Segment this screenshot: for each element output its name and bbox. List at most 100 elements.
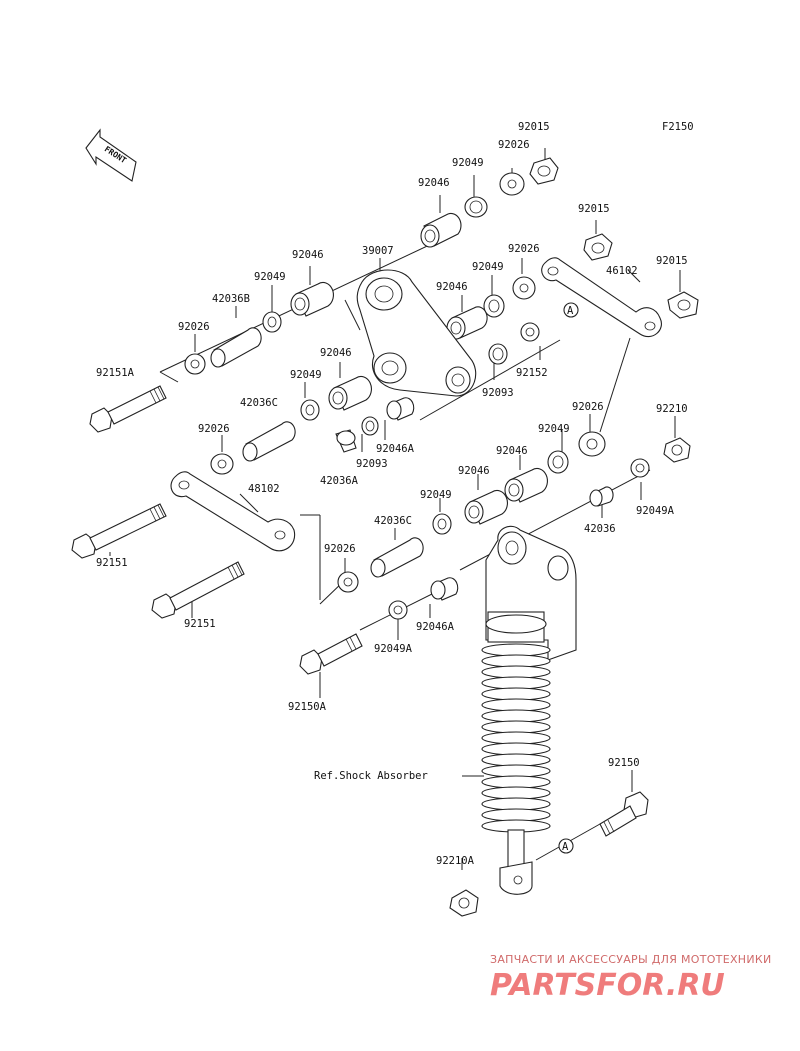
part-label: 42036B (212, 293, 250, 305)
nut-92210a (449, 889, 479, 917)
part-label: 42036C (374, 515, 412, 527)
bearing-92046-right-a (504, 467, 548, 503)
spring-coil (481, 643, 551, 657)
part-label: 92049 (290, 369, 322, 381)
part-label: 92026 (498, 139, 530, 151)
part-label: 42036 (584, 523, 616, 535)
diagram-code: F2150 (662, 121, 694, 133)
part-label: 92049 (472, 261, 504, 273)
part-label: 92210 (656, 403, 688, 415)
part-label: 92150A (288, 701, 327, 713)
callout-a-upper-label: A (567, 305, 574, 317)
spring-coil (481, 786, 551, 800)
seal-92049-mid (300, 399, 320, 421)
part-labels: 9201592026920499204692015390079204692049… (96, 121, 688, 867)
bolt-92150 (599, 791, 649, 837)
part-label: 92049 (254, 271, 286, 283)
part-label: 92151 (184, 618, 216, 630)
watermark-logo: PARTSFOR.RU (490, 968, 725, 1003)
collar-42036 (589, 486, 614, 507)
washer-92026-right (578, 431, 606, 457)
tie-rod-46102 (541, 257, 662, 338)
bolt-92151a (89, 385, 167, 433)
part-label: 92046 (496, 445, 528, 457)
nut-92015-right (583, 233, 613, 261)
part-label: 92151A (96, 367, 135, 379)
part-label: 48102 (248, 483, 280, 495)
spring-coil (481, 753, 551, 767)
spring-coil (481, 687, 551, 701)
link-arm-39007 (356, 269, 477, 397)
washer-92026 (499, 172, 525, 196)
spring-coil (481, 698, 551, 712)
ref-shock-absorber-label: Ref.Shock Absorber (314, 770, 428, 782)
spring-coil (481, 797, 551, 811)
spring-coil (481, 775, 551, 789)
washer-92026-left (184, 353, 206, 375)
callout-a-lower (558, 838, 574, 854)
collar-42036b (210, 327, 262, 368)
part-label: 92151 (96, 557, 128, 569)
seal-92049-c (432, 513, 452, 535)
bolt-92151-a (71, 503, 167, 559)
washer-92026-b (512, 276, 536, 300)
seal-92049-left (262, 311, 282, 333)
part-label: 92026 (324, 543, 356, 555)
part-label: 92049 (538, 423, 570, 435)
callout-a-lower-label: A (562, 841, 569, 853)
part-label: 92026 (178, 321, 210, 333)
callout-a-upper (563, 302, 579, 318)
part-label: 92049 (420, 489, 452, 501)
washer-92026-mid (210, 453, 234, 475)
part-label: 92049A (636, 505, 675, 517)
part-label: 92093 (482, 387, 514, 399)
bearing-92046-mid (328, 375, 372, 411)
bearing-92046-b (446, 306, 488, 340)
bearing-92046-right-b (464, 489, 508, 525)
tie-rod-48102 (170, 471, 296, 552)
spring-coil (481, 654, 551, 668)
nut-92015-top (529, 157, 559, 185)
part-label: 92046 (436, 281, 468, 293)
part-label: 92152 (516, 367, 548, 379)
nut-92015-farright (667, 291, 699, 319)
part-label: 42036C (240, 397, 278, 409)
part-label: 92026 (198, 423, 230, 435)
shock-absorber (481, 525, 577, 895)
front-arrow-icon: FRONT (85, 128, 137, 182)
collar-42036c (242, 421, 296, 462)
seal-92049-right (547, 450, 569, 474)
nut-92210 (663, 437, 691, 463)
part-label: 92049A (374, 643, 413, 655)
seal-92093 (488, 343, 508, 365)
bearing-92046-top (420, 212, 462, 248)
spring-coil (481, 676, 551, 690)
part-label: 92150 (608, 757, 640, 769)
bearing-92046a (386, 397, 415, 421)
part-label: 92046A (376, 443, 415, 455)
spring-coil (481, 709, 551, 723)
washer-92152 (520, 322, 540, 342)
seal-92049a (388, 600, 408, 620)
bearing-92046a-b (430, 577, 459, 601)
bearing-92046-left (290, 281, 334, 317)
collar-42036a (335, 429, 357, 453)
seal-92093-b (361, 416, 379, 436)
washer-92026-low (337, 571, 359, 593)
part-label: 39007 (362, 245, 394, 257)
part-label: 92049 (452, 157, 484, 169)
part-label: 92046 (320, 347, 352, 359)
spring-coil (481, 742, 551, 756)
spring-coil (481, 720, 551, 734)
seal-92049 (464, 196, 488, 218)
part-label: 92046 (458, 465, 490, 477)
part-label: 92093 (356, 458, 388, 470)
collar-42036c-b (370, 537, 424, 578)
spring-coil (481, 731, 551, 745)
part-label: 42036A (320, 475, 359, 487)
spring-coil (481, 665, 551, 679)
part-label: 92015 (578, 203, 610, 215)
part-label: 92046A (416, 621, 455, 633)
